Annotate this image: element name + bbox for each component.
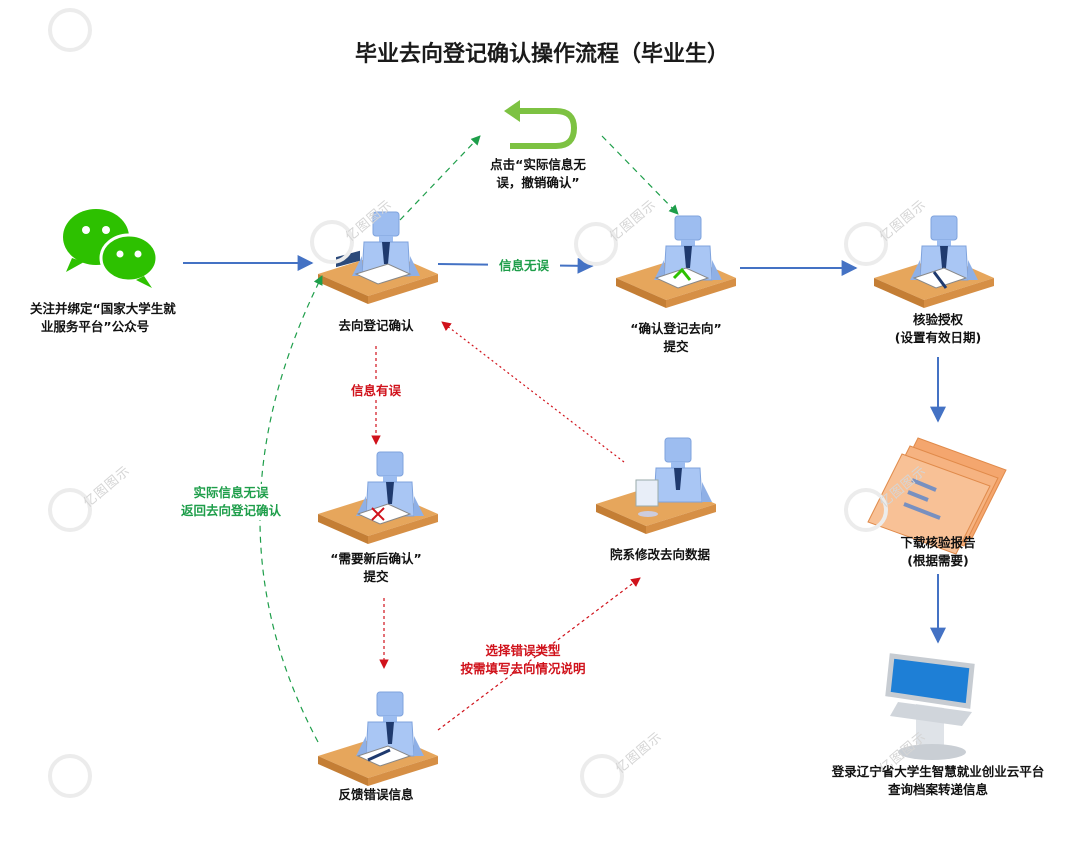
arrow-college-to-register xyxy=(441,321,625,463)
label-need-update: “需要新后确认” 提交 xyxy=(316,550,436,586)
edge-label-actual-correct: 实际信息无误 返回去向登记确认 xyxy=(168,484,294,520)
edge-label-line: 选择错误类型 xyxy=(485,643,561,658)
watermark-logo xyxy=(844,488,888,532)
label-line: (根据需要) xyxy=(907,553,969,568)
label-register-confirm: 去向登记确认 xyxy=(316,317,436,335)
arrow-feedback-to-register xyxy=(259,275,323,743)
label-download-report: 下载核验报告 (根据需要) xyxy=(868,534,1008,570)
watermark-logo xyxy=(844,222,888,266)
edge-label-line: 按需填写去向情况说明 xyxy=(460,661,586,676)
watermark-logo xyxy=(48,488,92,532)
label-wechat: 关注并绑定“国家大学生就 业服务平台”公众号 xyxy=(30,300,176,336)
label-line: 下载核验报告 xyxy=(900,535,976,550)
verify-auth-figure xyxy=(874,215,994,308)
label-verify-auth: 核验授权 (设置有效日期) xyxy=(868,311,1008,347)
label-line: 点击“实际信息无 xyxy=(490,157,586,172)
label-line: 登录辽宁省大学生智慧就业创业云平台 xyxy=(831,764,1045,779)
wechat-icon xyxy=(63,209,159,288)
need-update-figure xyxy=(318,451,438,544)
watermark-logo xyxy=(48,8,92,52)
label-line: “需要新后确认” xyxy=(330,551,422,566)
edge-label-line: 返回去向登记确认 xyxy=(180,503,281,518)
label-confirm-submit: “确认登记去向” 提交 xyxy=(616,320,736,356)
confirm-submit-figure xyxy=(616,215,736,308)
watermark-logo xyxy=(310,220,354,264)
label-line: 业服务平台”公众号 xyxy=(40,319,150,334)
label-line: (设置有效日期) xyxy=(894,330,982,345)
label-college-modify: 院系修改去向数据 xyxy=(590,546,730,564)
label-line: 查询档案转递信息 xyxy=(887,782,988,797)
label-line: 去向登记确认 xyxy=(338,318,414,333)
arrow-register-to-revoke xyxy=(399,135,481,221)
watermark-logo xyxy=(48,754,92,798)
label-line: 提交 xyxy=(363,569,389,584)
label-feedback-error: 反馈错误信息 xyxy=(316,786,436,804)
arrow-revoke-to-submit xyxy=(601,135,679,215)
edge-label-info-wrong: 信息有误 xyxy=(340,382,412,400)
label-line: 核验授权 xyxy=(912,312,963,327)
label-line: 关注并绑定“国家大学生就 xyxy=(30,301,176,316)
watermark-logo xyxy=(580,754,624,798)
arrow-feedback-to-college xyxy=(437,577,641,731)
label-line: 院系修改去向数据 xyxy=(609,547,710,562)
watermark-logo xyxy=(574,222,618,266)
page-title: 毕业去向登记确认操作流程（毕业生） xyxy=(354,42,729,67)
u-turn-arrow-icon xyxy=(504,100,578,149)
label-line: 反馈错误信息 xyxy=(338,787,414,802)
edge-label-info-correct: 信息无误 xyxy=(488,257,560,275)
register-confirm-figure xyxy=(318,211,438,304)
label-revoke: 点击“实际信息无 误，撤销确认” xyxy=(478,156,598,192)
label-line: 提交 xyxy=(663,339,689,354)
label-line: “确认登记去向” xyxy=(630,321,722,336)
label-line: 误，撤销确认” xyxy=(496,175,580,190)
edge-label-select-error: 选择错误类型 按需填写去向情况说明 xyxy=(448,642,598,678)
edge-label-line: 实际信息无误 xyxy=(193,485,269,500)
college-modify-figure xyxy=(596,437,716,534)
label-login-platform: 登录辽宁省大学生智慧就业创业云平台 查询档案转递信息 xyxy=(818,763,1058,799)
report-icon xyxy=(867,437,1007,555)
feedback-error-figure xyxy=(318,691,438,786)
kiosk-icon xyxy=(885,653,975,760)
